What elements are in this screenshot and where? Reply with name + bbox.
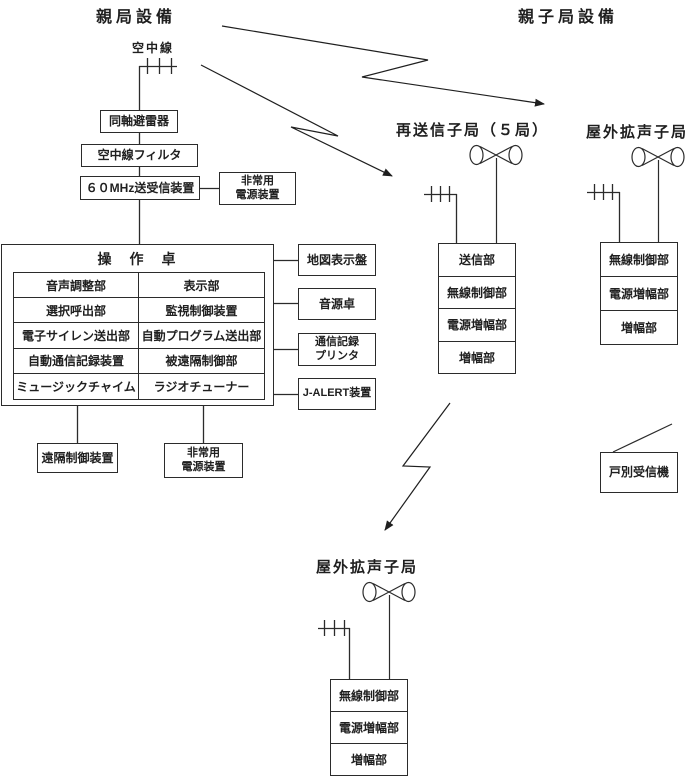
console-title: 操 作 卓 (97, 251, 178, 267)
relay-unit-radio-control: 無線制御部 (439, 277, 515, 309)
outdoor-station-bottom-stack: 無線制御部 電源増幅部 増幅部 (330, 679, 408, 776)
operation-console: 操 作 卓 音声調整部 表示部 選択呼出部 監視制御装置 電子サイレン送出部 自… (1, 244, 274, 406)
emergency-power-box-bottom: 非常用 電源装置 (164, 443, 243, 478)
bottom-speaker-icon (362, 581, 416, 679)
parent-station-title: 親局設備 (96, 9, 177, 26)
antenna-filter-label: 空中線フィルタ (97, 148, 182, 162)
emergency-power-bottom-line2: 電源装置 (181, 460, 226, 473)
coax-arrester-box: 同軸避雷器 (100, 110, 178, 133)
jalert-label: J-ALERT装置 (302, 387, 372, 400)
console-cell-siren-send: 電子サイレン送出部 (14, 323, 139, 349)
console-cell-display: 表示部 (139, 273, 264, 299)
relay-station-title: 再送信子局（５局） (396, 122, 550, 139)
home-receiver-antenna-icon (612, 423, 673, 453)
sound-console-label: 音源卓 (318, 296, 355, 311)
right-antenna-icon (587, 184, 621, 242)
right-unit-power-amp: 電源増幅部 (601, 277, 677, 311)
console-cell-radio-tuner: ラジオチューナー (153, 379, 250, 394)
comm-printer-line1: 通信記録 (315, 335, 359, 348)
relay-unit-transmitter: 送信部 (439, 244, 515, 277)
console-cell-remote-target: 被遠隔制御部 (139, 349, 264, 374)
comm-printer-box: 通信記録 プリンタ (298, 333, 376, 366)
outdoor-station-bottom-title: 屋外拡声子局 (316, 559, 419, 576)
emergency-power-top-line1: 非常用 (241, 174, 274, 187)
console-cell-monitor-ctrl: 監視制御装置 (139, 298, 264, 324)
console-cell-music-chime: ミュージックチャイム (14, 373, 139, 399)
sound-console-box: 音源卓 (298, 288, 376, 320)
map-display-box: 地図表示盤 (298, 244, 376, 276)
bottom-antenna-icon (318, 620, 351, 679)
console-cell-audio-adjust: 音声調整部 (14, 273, 139, 299)
remote-control-label: 遠隔制御装置 (41, 450, 114, 465)
comm-printer-line2: プリンタ (315, 349, 359, 362)
bottom-unit-power-amp: 電源増幅部 (331, 712, 407, 744)
map-display-label: 地図表示盤 (306, 252, 367, 267)
emergency-power-top-line2: 電源装置 (235, 188, 280, 201)
emergency-power-box-top: 非常用 電源装置 (219, 172, 296, 205)
radio-link-arrow-to-right-station (221, 25, 545, 107)
relay-antenna-icon (424, 186, 458, 243)
antenna-label: 空中線 (132, 41, 175, 55)
console-cell-select-call: 選択呼出部 (14, 298, 139, 324)
radio-link-arrows (200, 25, 545, 531)
outdoor-station-right-title: 屋外拡声子局 (586, 124, 689, 141)
home-receiver-box: 戸別受信機 (600, 452, 678, 493)
bottom-unit-amp: 増幅部 (350, 753, 387, 767)
transceiver-label: ６０MHz送受信装置 (85, 180, 195, 195)
relay-unit-amp: 増幅部 (458, 350, 495, 365)
right-unit-amp: 増幅部 (620, 321, 657, 335)
antenna-filter-box: 空中線フィルタ (81, 144, 198, 167)
home-receiver-label: 戸別受信機 (608, 465, 669, 479)
coax-arrester-label: 同軸避雷器 (108, 114, 169, 128)
console-cell-comm-recorder: 自動通信記録装置 (14, 348, 139, 374)
child-station-title: 親子局設備 (518, 9, 619, 26)
right-speaker-icon (631, 146, 685, 242)
emergency-power-bottom-line1: 非常用 (187, 446, 220, 459)
relay-station-stack: 送信部 無線制御部 電源増幅部 増幅部 (438, 243, 516, 374)
console-cell-program-send: 自動プログラム送出部 (139, 323, 264, 349)
console-grid: 音声調整部 表示部 選択呼出部 監視制御装置 電子サイレン送出部 自動プログラム… (13, 272, 265, 400)
transceiver-box: ６０MHz送受信装置 (80, 176, 200, 200)
jalert-box: J-ALERT装置 (298, 378, 376, 410)
radio-link-arrow-to-relay-station (200, 64, 393, 177)
relay-speaker-icon (469, 144, 523, 243)
bottom-unit-radio-control: 無線制御部 (331, 680, 407, 712)
relay-unit-power-amp: 電源増幅部 (439, 309, 515, 342)
outdoor-station-right-stack: 無線制御部 電源増幅部 増幅部 (600, 242, 678, 345)
connector-lines (76, 187, 298, 443)
remote-control-box: 遠隔制御装置 (37, 443, 118, 473)
radio-link-arrow-to-bottom-station (384, 402, 451, 531)
right-unit-radio-control: 無線制御部 (601, 243, 677, 277)
